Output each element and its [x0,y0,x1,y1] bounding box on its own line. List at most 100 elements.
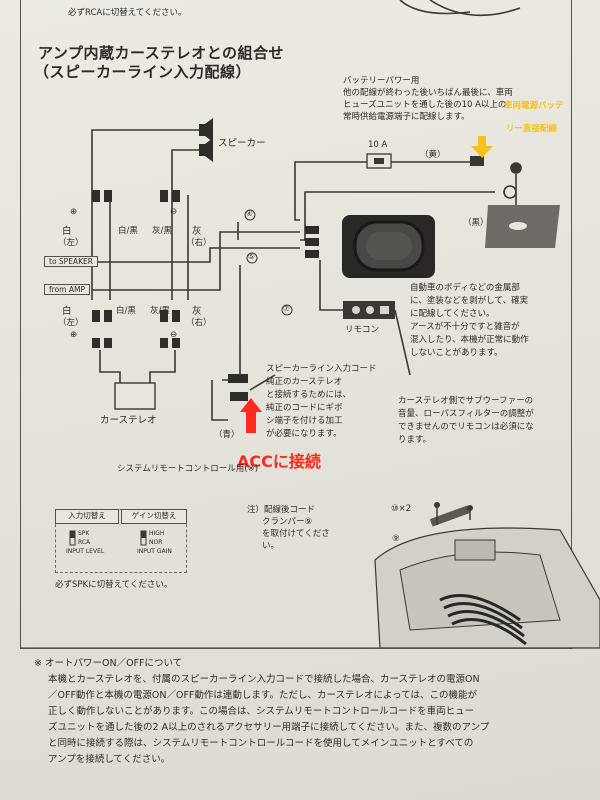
yellow-arrow-icon [471,136,493,158]
ch-minus-r1: ⊖ [170,207,178,217]
car-stereo-box [114,382,156,410]
mid-connectors [228,226,319,401]
spk-line-3: と接続するためには、 [266,390,352,400]
remote-text-2: 音量、ローパスフィルターの調整が [398,409,534,419]
system-remote-label: システムリモートコントロール用(※) [117,464,259,474]
ch-right-upper: （右） [186,238,212,248]
ground-text-5: 混入したり、本機が正常に動作 [410,335,529,345]
ch-gb-lower: 灰/黒 [150,306,170,316]
ch-gray-lower: 灰 [192,306,202,317]
red-arrow-icon [240,398,262,433]
wire-m5 [222,265,241,381]
ch-right-lower: （右） [186,318,212,328]
switch-graphics [69,530,147,546]
battery-line3: ヒューズユニットを通した後の10 A以上の [343,100,507,110]
top-note: 必ずRCAに切替えてください。 [68,8,187,18]
fuse-icon [366,153,392,169]
remote-text-1: カーステレオ側でサブウーファーの [398,396,534,406]
clamper-note-1: 注）配線後コード [247,505,316,515]
ground-wire [300,191,495,241]
ch-gray-upper: 灰 [192,226,202,237]
ch-white-upper: 白 [62,226,72,237]
spk-line-5: シ端子を付ける加工 [266,416,343,426]
speaker-icon [199,118,213,162]
ground-text-2: に、塗装などを剥がして、確実 [410,296,529,306]
clamper-note-4: い。 [262,541,280,551]
marker-circles [244,209,293,316]
footer-6: と同時に接続する際は、システムリモートコントロールコードを使用してメインユニット… [48,738,474,749]
remote-text-4: ります。 [398,435,432,445]
top-curve [399,0,471,15]
rca-option: RCA [78,539,91,546]
remote-label: リモコン [345,325,380,335]
spk-line-4: 純正のコードにギボ [266,403,343,413]
ground-text-4: アースが不十分ですと雑音が [410,322,520,332]
subwoofer-unit [342,215,435,278]
switch-note: 必ずSPKに切替えてください。 [55,580,173,590]
stereo-wire-l [99,350,121,385]
top-curve2 [429,0,521,17]
from-amp-line [92,231,300,291]
wire-blue [211,380,228,421]
marker-7: ⑦ [283,304,290,313]
from-amp-tag: from AMP [44,284,90,295]
ch-plus-l1: ⊕ [70,207,78,217]
to-speaker-tag: to SPEAKER [44,256,98,267]
ground-wire-label: （黒） [463,218,489,228]
ch-wb-upper: 白/黒 [118,226,138,236]
marker-9: ⑨ [392,534,400,544]
ground-text-6: しないことがあります。 [410,348,503,358]
remote-text-3: できませんのでリモコンは必須にな [398,422,534,432]
battery-line1: バッテリーパワー用 [343,76,420,86]
spk-line-1: スピーカーライン入力コード [266,364,377,374]
marker-4: ④ [246,209,253,218]
wire-yellow-label: （黄） [420,150,446,160]
remote-unit [343,301,395,319]
input-gain-label: INPUT GAIN [137,548,172,555]
ch-white-lower: 白 [62,306,72,317]
footer-5: ズユニットを通した後の2 A以上のされるアクセサリー用端子に接続してください。ま… [48,722,490,733]
ch-wb-lower: 白/黒 [116,306,136,316]
car-stereo-label: カーステレオ [100,415,157,426]
ch-plus-l2: ⊕ [70,330,78,340]
terminal-blocks [92,190,180,348]
ch-gb-upper: 灰/黒 [152,226,172,236]
clamper-note-3: を取付けてくださ [262,529,330,539]
high-option: HIGH [149,530,165,537]
footer-7: アンプを接続してください。 [48,754,171,765]
battery-wire [294,161,368,221]
stereo-wire-r [149,350,176,385]
ground-text-1: 自動車のボディなどの金属部 [410,283,520,293]
clamper-note-2: クランパー⑨ [262,517,313,527]
nor-option: NOR [149,539,163,546]
fuse-label: 10 A [368,140,388,150]
to-speaker-line [92,247,300,263]
input-level-label: INPUT LEVEL [66,548,105,555]
ch-left-upper: （左） [58,238,84,248]
ch-left-lower: （左） [58,318,84,328]
spk-line-2: 純正のカーステレオ [266,377,343,387]
ground-terminal-icon [503,162,522,205]
ch-minus-r2: ⊖ [170,330,178,340]
battery-line2: 他の配線が終わった後いちばん最後に、車両 [343,88,513,98]
speaker-line-lead [249,374,276,391]
battery-annotation-2: リー直接配線 [506,124,558,134]
footer-4: 正しく動作しないことがあります。この場合は、システムリモートコントロールコードを… [48,706,475,717]
battery-annotation-1: 車両電源バッテ [504,101,564,111]
spk-option: SPK [78,530,90,537]
speaker-wire-1 [91,129,200,300]
title-line2: （スピーカーライン入力配線） [34,63,252,81]
remote-wire [319,260,345,311]
footer-3: ／OFF動作と本機の電源ON／OFF動作は連動します。ただし、カーステレオによっ… [48,690,478,701]
footer-2: 本機とカーステレオを、付属のスピーカーライン入力コードで接続した場合、カーステレ… [48,674,480,685]
body-metal-patch [485,205,560,248]
speaker-label: スピーカー [218,138,266,149]
ground-text-3: に配線してください。 [410,309,495,319]
remote-lead [394,309,411,376]
footer-1: ※ オートパワーON／OFFについて [34,658,183,669]
spk-line-6: が必要になります。 [266,429,342,439]
speaker-wire-2 [171,149,200,300]
battery-terminal-icon [470,156,484,166]
